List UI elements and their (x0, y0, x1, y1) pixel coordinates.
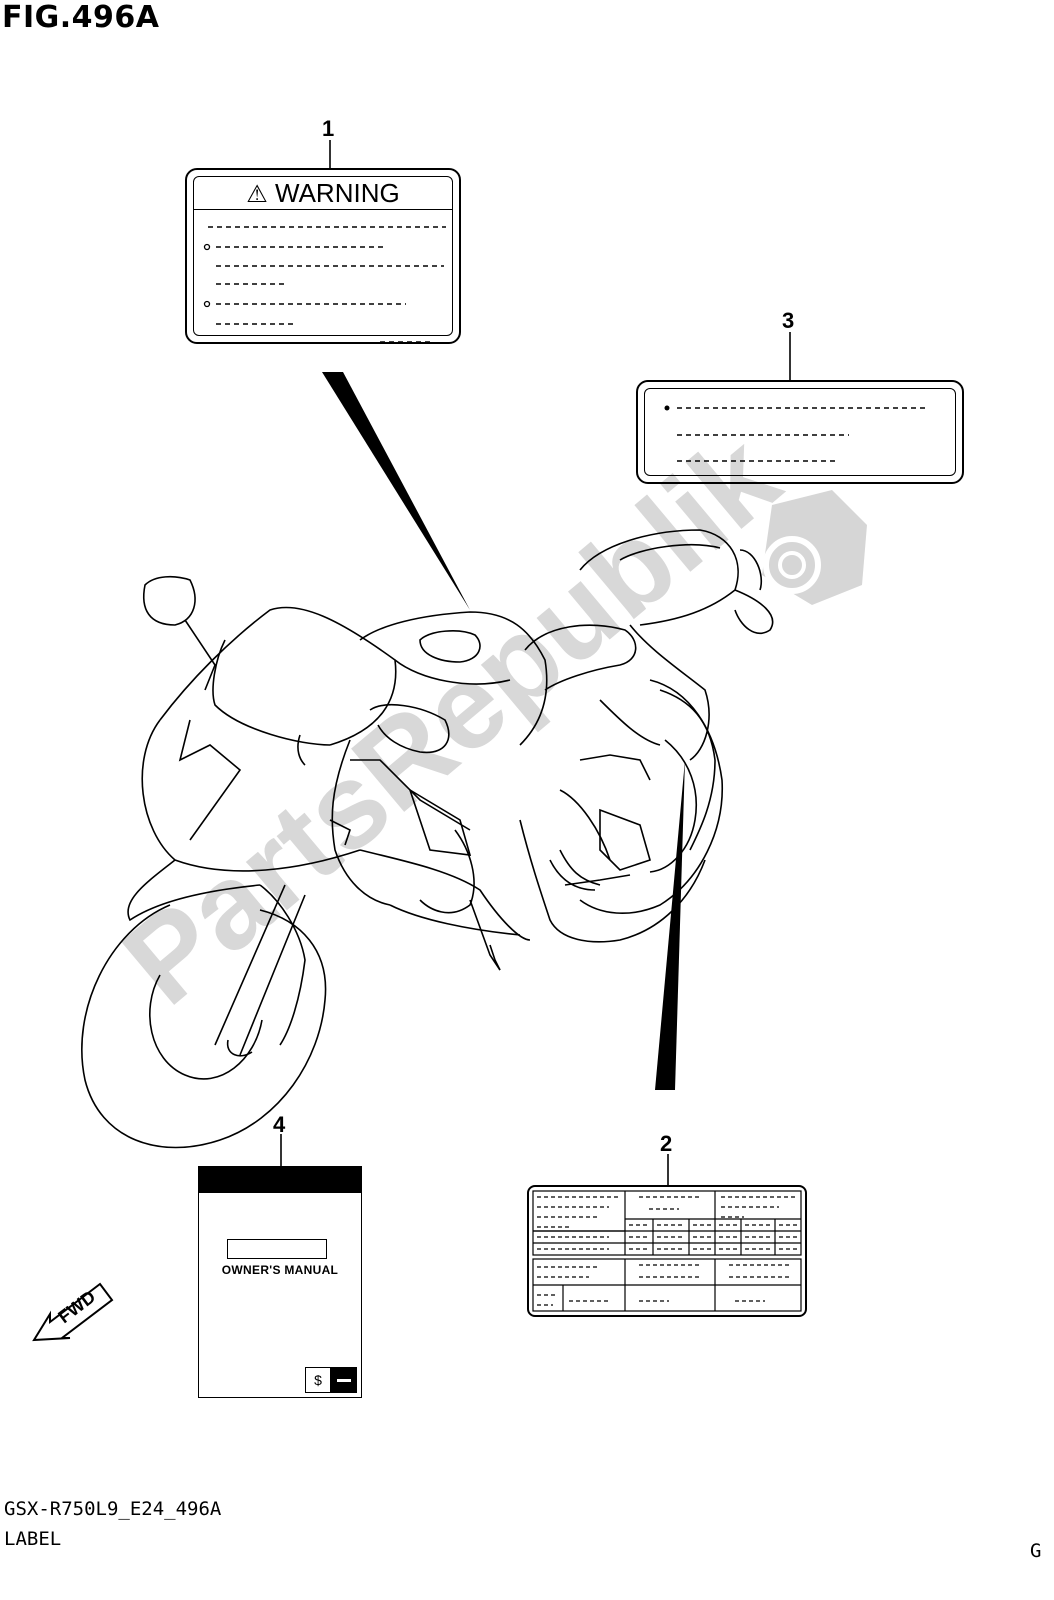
motorcycle-drawing (81, 529, 774, 1149)
caution-label (636, 380, 964, 484)
corner-mark: G (1030, 1540, 1042, 1562)
information-table (532, 1190, 802, 1312)
information-label (527, 1185, 807, 1317)
figure-title: FIG.496A (2, 0, 160, 35)
pointer-label-2 (655, 760, 685, 1090)
forward-arrow-icon: FWD (32, 1282, 114, 1342)
warning-label: ⚠ WARNING (185, 168, 461, 344)
manual-title: OWNER'S MANUAL (221, 1263, 339, 1277)
manual-top-bar (199, 1167, 361, 1193)
caution-text-lines (664, 405, 929, 462)
manual-badge-icon (331, 1367, 357, 1393)
suzuki-logo-icon: $ (305, 1367, 331, 1393)
warning-text-lines (203, 226, 446, 343)
callout-3: 3 (782, 308, 795, 333)
gear-icon (762, 490, 867, 605)
warning-header: ⚠ WARNING (194, 177, 452, 210)
callout-4: 4 (273, 1112, 286, 1137)
warning-heading: WARNING (275, 178, 400, 208)
callout-2: 2 (660, 1131, 673, 1156)
callout-1: 1 (322, 116, 335, 141)
figure-code: GSX-R750L9_E24_496A (4, 1498, 222, 1520)
manual-title-slot (227, 1239, 327, 1259)
owners-manual: OWNER'S MANUAL $ (198, 1166, 362, 1398)
pointer-label-1 (322, 372, 470, 610)
watermark-text: PartsRepublik (99, 408, 803, 1029)
warning-triangle-icon: ⚠ (246, 181, 268, 208)
figure-label: LABEL (4, 1528, 62, 1550)
